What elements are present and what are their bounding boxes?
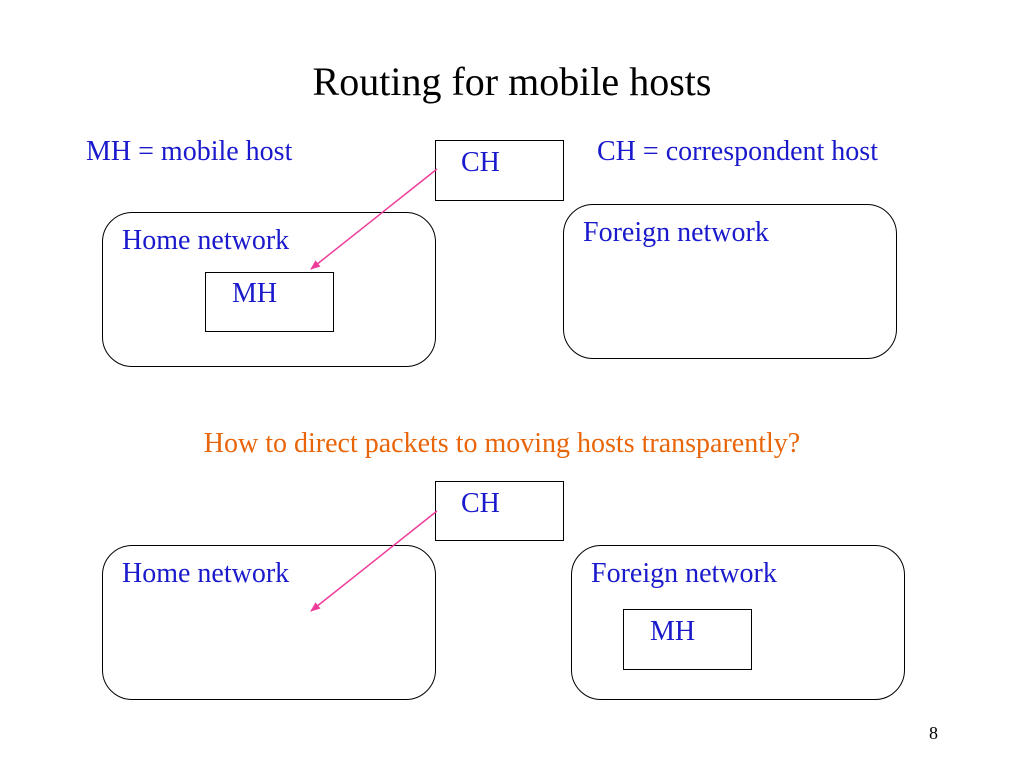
- top-mh-label: MH: [232, 278, 278, 309]
- top-home-network-label: Home network: [122, 225, 290, 256]
- bottom-home-network-label: Home network: [122, 558, 290, 589]
- top-foreign-network: Foreign network: [563, 204, 897, 359]
- top-ch-label: CH: [461, 147, 500, 178]
- bottom-foreign-network-label: Foreign network: [591, 558, 777, 589]
- top-ch-box: CH: [435, 140, 564, 201]
- mh-definition: MH = mobile host: [86, 136, 293, 167]
- slide-title: Routing for mobile hosts: [312, 59, 712, 104]
- top-home-network: Home network MH: [102, 212, 436, 367]
- top-foreign-network-label: Foreign network: [583, 217, 769, 248]
- bottom-ch-label: CH: [461, 488, 500, 519]
- bottom-foreign-network: Foreign network MH: [571, 545, 905, 700]
- bottom-ch-box: CH: [435, 481, 564, 541]
- top-mh-box: MH: [205, 272, 334, 332]
- bottom-mh-label: MH: [650, 616, 696, 647]
- bottom-home-network: Home network: [102, 545, 436, 700]
- bottom-mh-box: MH: [623, 609, 752, 670]
- ch-definition: CH = correspondent host: [597, 136, 878, 167]
- page-number: 8: [929, 723, 938, 743]
- routing-question: How to direct packets to moving hosts tr…: [203, 428, 801, 459]
